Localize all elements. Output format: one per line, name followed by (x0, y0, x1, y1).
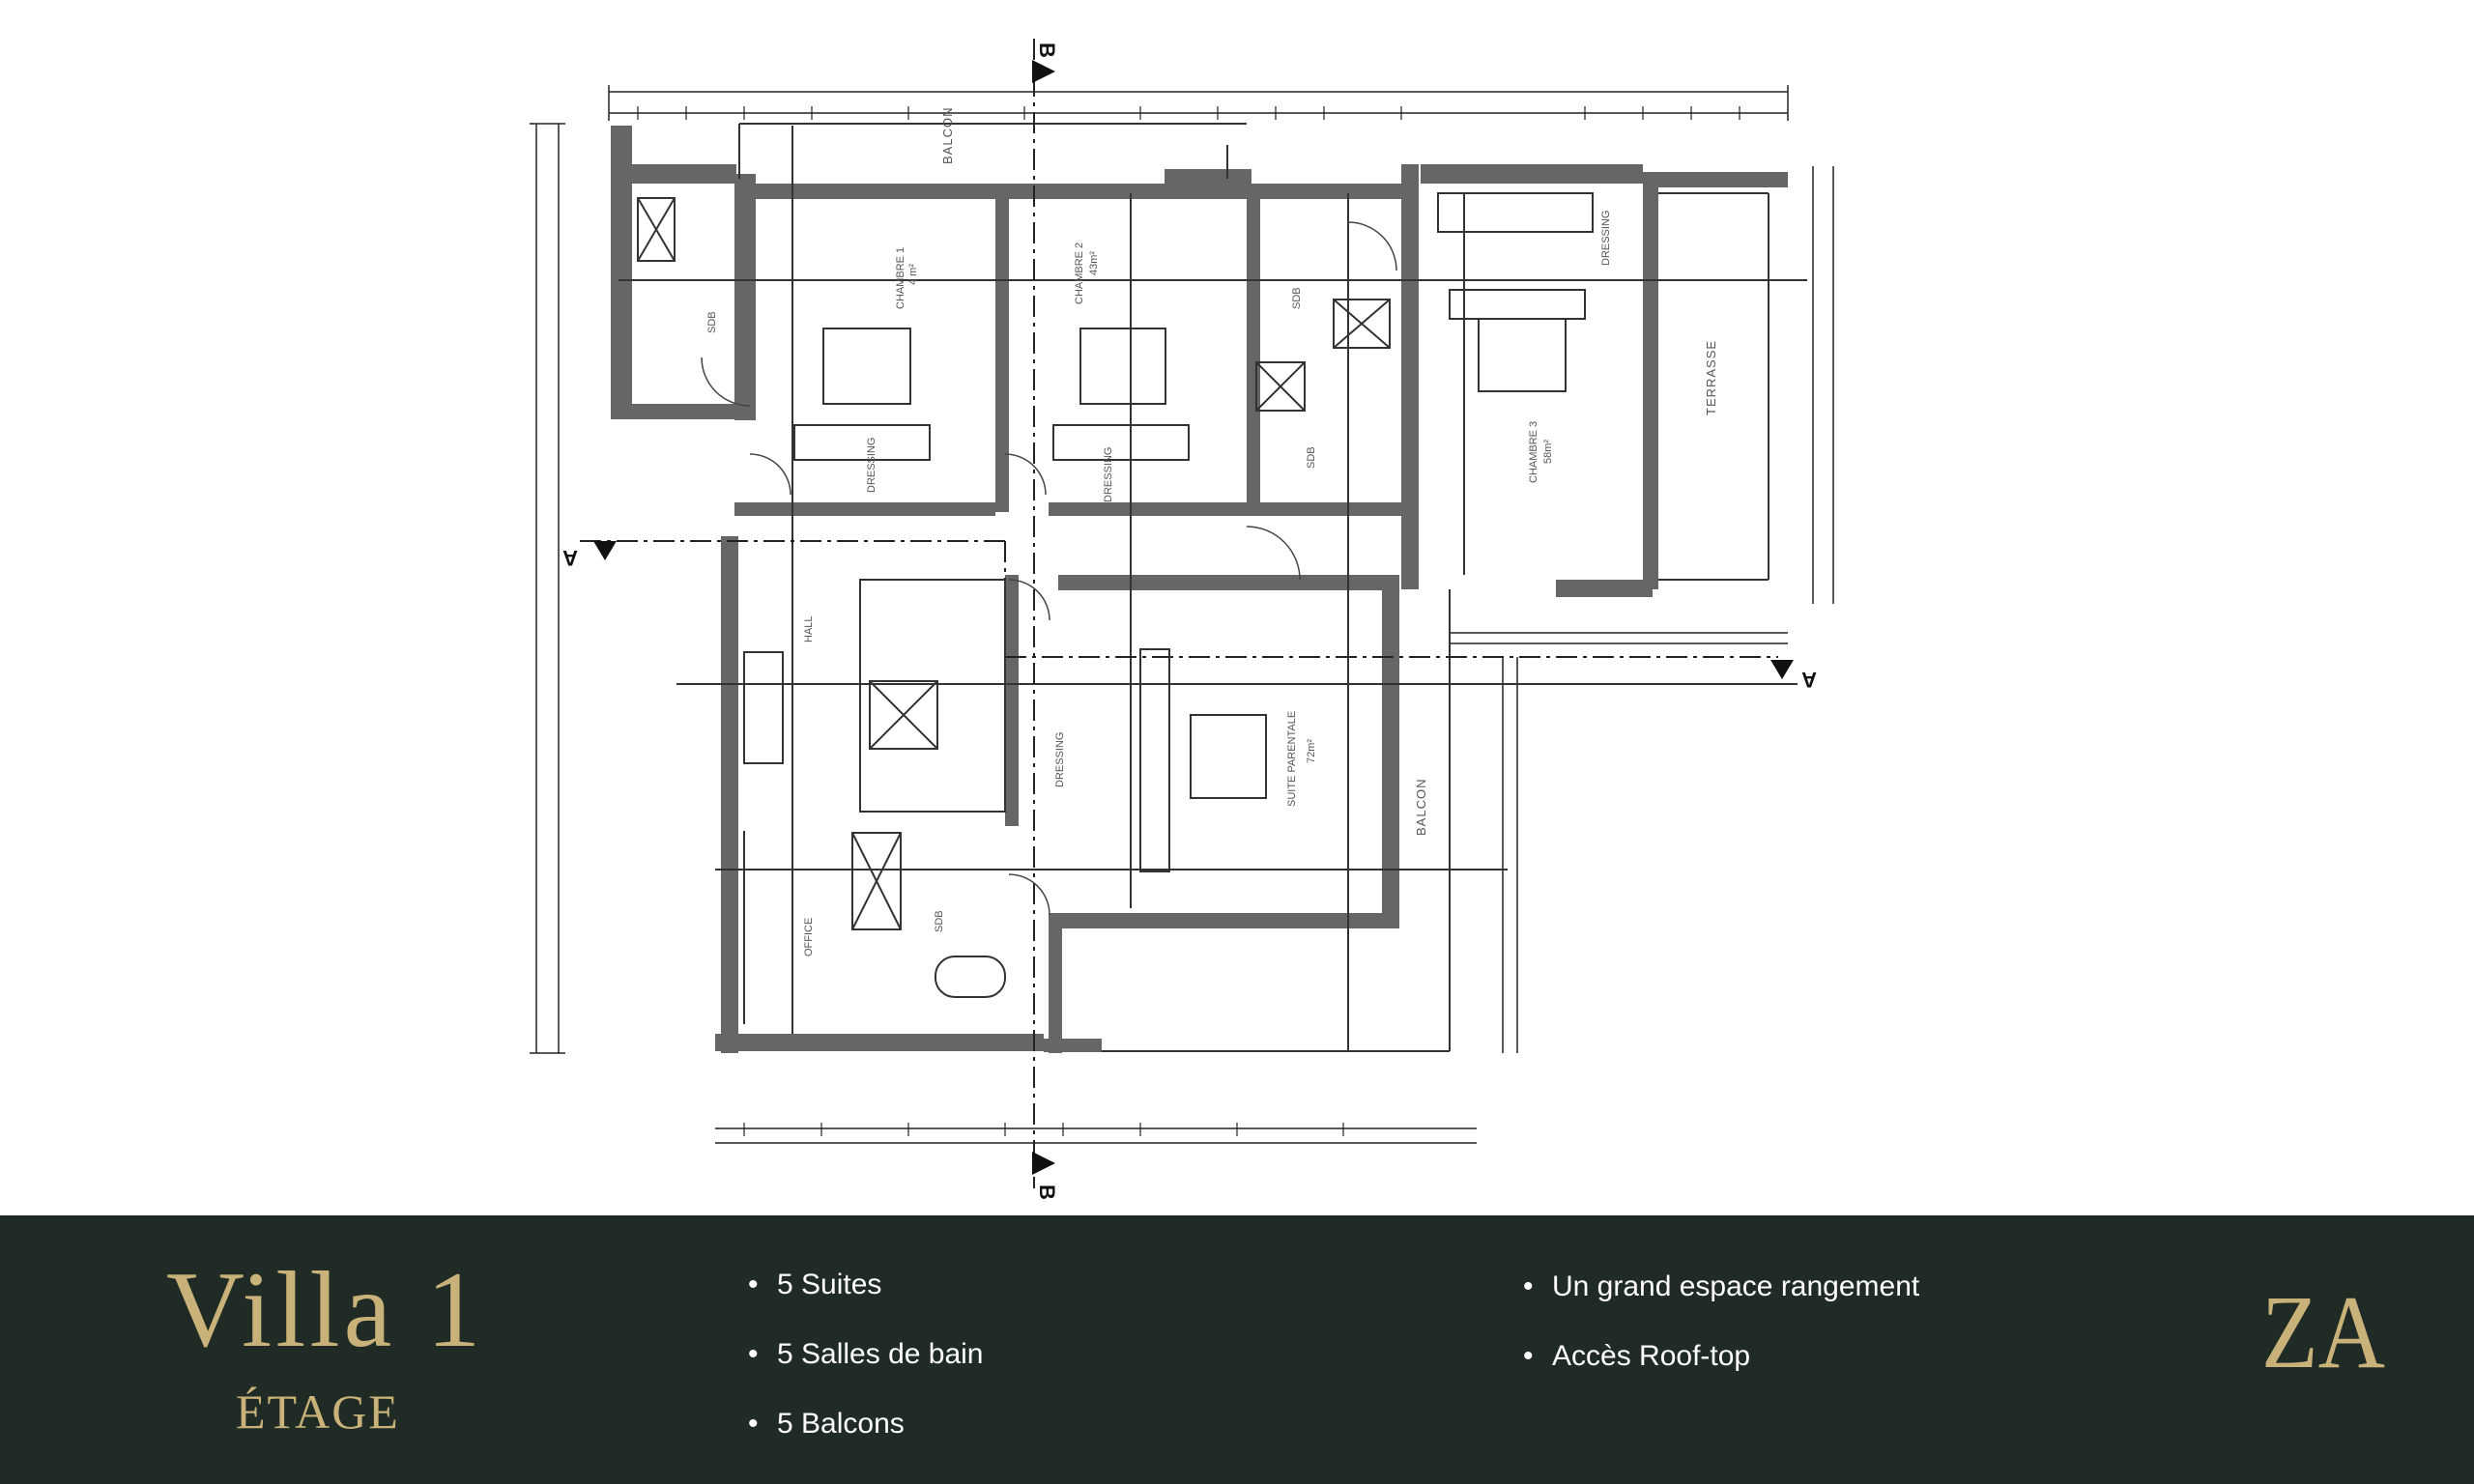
feature-item: 5 Suites (746, 1268, 984, 1337)
feature-item: Accès Roof-top (1521, 1339, 1919, 1409)
room-label-terrasse: TERRASSE (1704, 340, 1718, 415)
room-label-sdb-bottom: SDB (934, 910, 945, 932)
section-label-a-left: A (562, 546, 578, 570)
room-label-chambre2: CHAMBRE 2 (1074, 243, 1085, 304)
section-lines (580, 39, 1778, 1188)
room-label-hall: HALL (803, 615, 815, 642)
feature-item: 5 Salles de bain (746, 1337, 984, 1407)
room-label-office: OFFICE (803, 918, 815, 956)
room-label-chambre3: CHAMBRE 3 (1528, 421, 1539, 483)
room-label-suite-area: 72m² (1306, 739, 1317, 763)
floor-plan: B B A A BALCON CHAMBRE (530, 39, 1834, 1200)
logo-letters: ZA (2261, 1275, 2385, 1390)
feature-item: Un grand espace rangement (1521, 1270, 1919, 1339)
door-swings (701, 221, 1397, 916)
room-label-dressing2: DRESSING (1103, 447, 1114, 502)
dimension-lines (530, 85, 1834, 1144)
dimension-ticks (637, 106, 1740, 1136)
room-label-balcon-top: BALCON (940, 107, 955, 164)
section-markers (593, 60, 1794, 1175)
room-label-chambre1-area: 4 m² (907, 264, 919, 285)
room-label-chambre3-area: 58m² (1542, 440, 1554, 464)
room-label-chambre1: CHAMBRE 1 (895, 247, 906, 309)
room-label-suite: SUITE PARENTALE (1286, 711, 1298, 807)
za-logo: ZA (2261, 1275, 2385, 1390)
furniture (637, 192, 1594, 998)
villa-title: Villa 1 (166, 1250, 485, 1370)
room-label-sdb-left: SDB (706, 311, 718, 333)
room-label-dressing3: DRESSING (1600, 211, 1612, 266)
footer-bar (0, 1215, 2474, 1484)
walls (611, 126, 1788, 1053)
room-label-dressing-suite: DRESSING (1054, 732, 1066, 787)
section-label-a-right: A (1801, 668, 1817, 692)
room-label-chambre2-area: 43m² (1088, 251, 1100, 275)
section-label-b-bottom: B (1035, 1184, 1059, 1200)
room-label-sdb-mid-top: SDB (1291, 287, 1303, 309)
room-label-balcon-right: BALCON (1414, 779, 1428, 836)
interior-lines (618, 123, 1807, 1052)
room-label-sdb-mid: SDB (1306, 446, 1317, 469)
section-label-b-top: B (1035, 43, 1059, 58)
features-list-left: 5 Suites 5 Salles de bain 5 Balcons (746, 1268, 984, 1476)
room-label-dressing1: DRESSING (866, 438, 877, 493)
feature-item: 5 Balcons (746, 1407, 984, 1476)
features-list-right: Un grand espace rangement Accès Roof-top (1521, 1270, 1919, 1409)
floor-subtitle: ÉTAGE (236, 1384, 400, 1439)
